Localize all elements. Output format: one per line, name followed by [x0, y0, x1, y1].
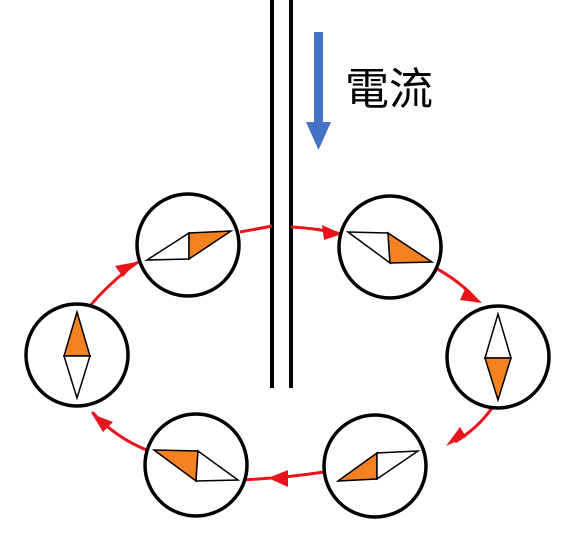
arrowhead-icon	[446, 427, 466, 446]
needle-north	[188, 230, 234, 261]
arrowhead-icon	[268, 470, 288, 487]
needle-south	[376, 450, 421, 481]
compass-top-right	[337, 194, 443, 300]
arrowhead-icon	[460, 287, 482, 303]
needle-south	[62, 355, 92, 401]
arrowhead-icon	[92, 414, 113, 432]
arrowhead-icon	[322, 225, 342, 240]
compass-right	[445, 304, 551, 410]
compass-bottom-right	[322, 413, 428, 519]
field-arrowheads	[92, 225, 482, 487]
field-line-segment	[86, 260, 139, 309]
field-line-segment	[239, 224, 273, 234]
wire	[270, 0, 293, 388]
compass-top-left	[135, 192, 241, 298]
current-label: 電流	[345, 64, 433, 115]
compass-left	[24, 302, 130, 408]
needle-north	[387, 231, 435, 264]
needle-south	[195, 449, 241, 482]
compass-bottom-left	[143, 412, 249, 518]
current-arrow-icon	[306, 32, 331, 150]
needle-north	[483, 357, 513, 403]
arrowhead-icon	[115, 262, 136, 277]
